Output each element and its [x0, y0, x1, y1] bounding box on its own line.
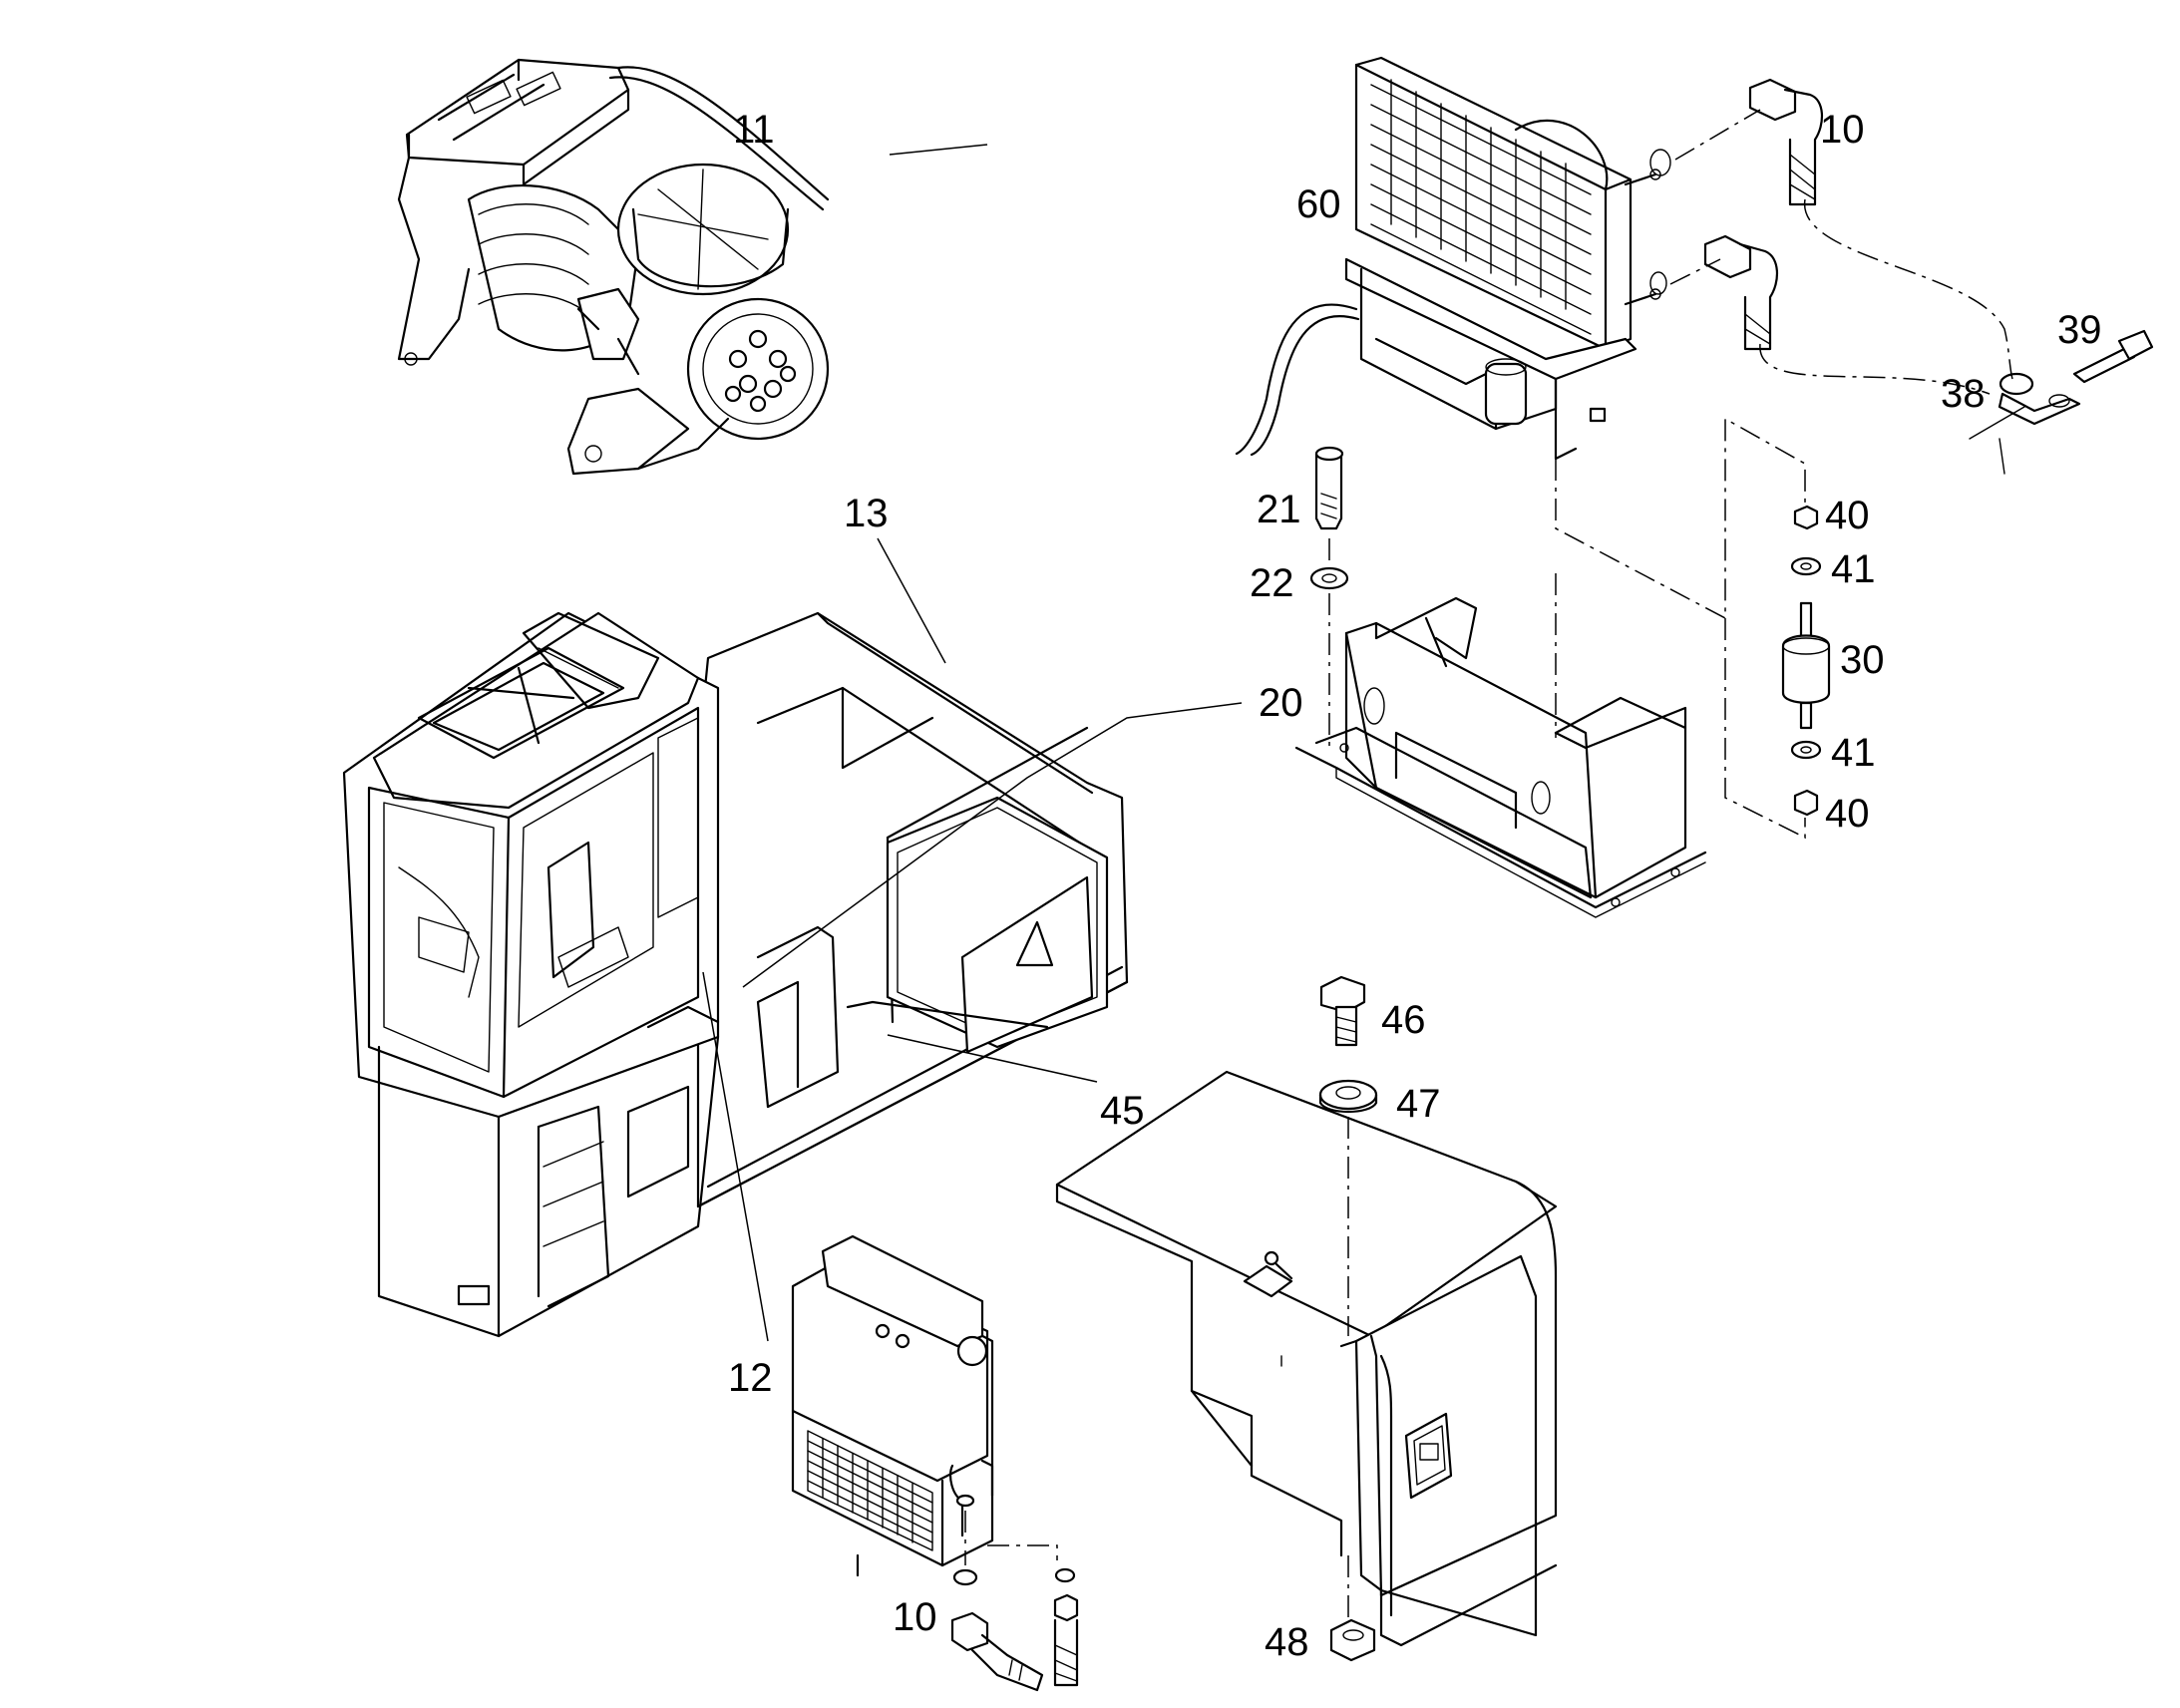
- condenser-unit: [1235, 56, 1661, 461]
- compressor: [397, 58, 830, 476]
- callout-20: 20: [1259, 681, 1303, 725]
- mounting-bracket: [1294, 596, 1707, 918]
- hose-clamp: [1969, 329, 2154, 475]
- tool-box: [1055, 1070, 1558, 1647]
- callout-13: 13: [844, 492, 889, 535]
- callout-11: 11: [733, 108, 775, 152]
- vibration-isolator-stack: [1781, 505, 1831, 817]
- callout-21: 21: [1257, 488, 1301, 531]
- washer-22: [1309, 566, 1349, 590]
- callout-45: 45: [1100, 1089, 1145, 1133]
- hose-assembly-upper: [1649, 78, 1823, 351]
- callout-60: 60: [1296, 182, 1341, 226]
- washer-47: [1318, 1079, 1378, 1113]
- callout-47: 47: [1396, 1082, 1441, 1126]
- bolt-46: [1319, 975, 1366, 1047]
- callout-38: 38: [1941, 372, 1986, 416]
- heater-unit: [791, 1234, 994, 1577]
- callout-10-bottom: 10: [893, 1595, 937, 1639]
- cab-assembly: [342, 611, 1129, 1338]
- callout-12: 12: [728, 1356, 773, 1400]
- assembly-lines: [964, 109, 2013, 1620]
- callout-41-top: 41: [1831, 547, 1876, 591]
- callout-48: 48: [1265, 1620, 1309, 1664]
- callout-39: 39: [2057, 308, 2102, 352]
- callout-labels: 10 11 60 39 38 21 22 40 41 30 20 41 40 1…: [728, 108, 2102, 1664]
- callout-22: 22: [1250, 561, 1294, 605]
- callout-40-bottom: 40: [1825, 792, 1870, 836]
- nut-48: [1329, 1618, 1376, 1662]
- cap-screw: [1314, 446, 1344, 530]
- hose-assembly-lower: [950, 1567, 1079, 1692]
- callout-10-top: 10: [1820, 108, 1865, 152]
- callout-30: 30: [1840, 638, 1885, 682]
- callout-46: 46: [1381, 998, 1426, 1042]
- leader-lines: [702, 144, 1243, 1342]
- callout-40-top: 40: [1825, 494, 1870, 537]
- callout-41-bottom: 41: [1831, 731, 1876, 775]
